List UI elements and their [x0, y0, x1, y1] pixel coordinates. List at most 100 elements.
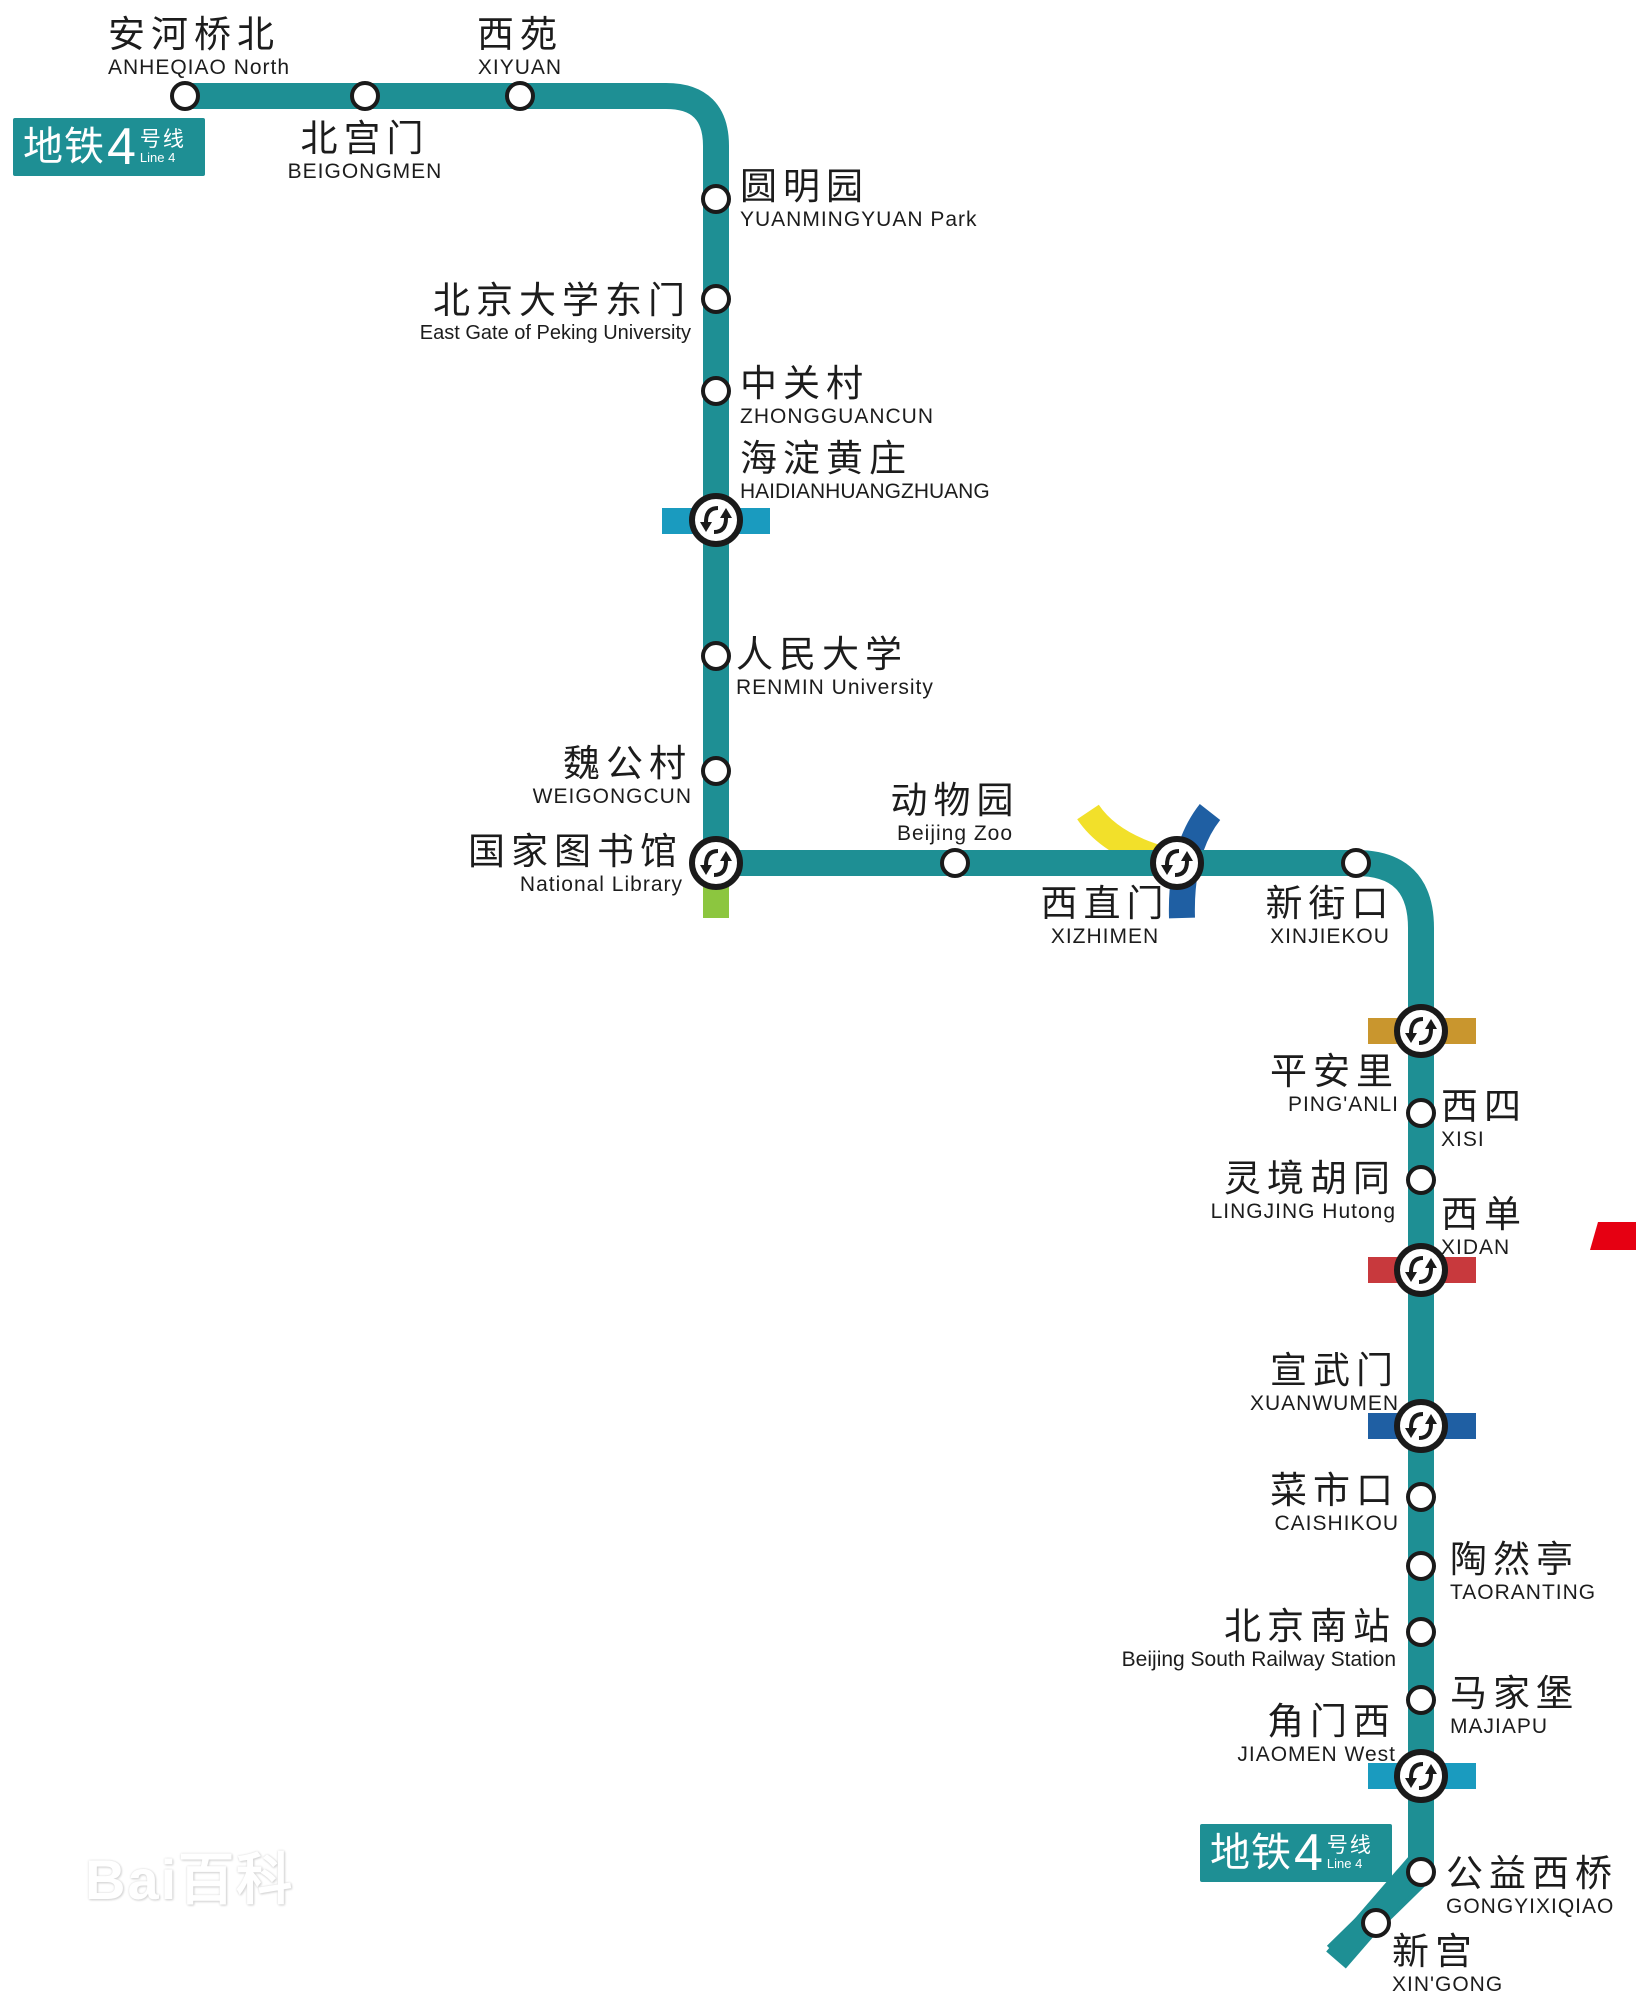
station-dot — [1406, 1482, 1436, 1512]
station-name-en: ANHEQIAO North — [108, 56, 291, 79]
station-name-en: Beijing South Railway Station — [1121, 1648, 1396, 1671]
station-name-zh: 中关村 — [740, 362, 869, 405]
badge-subway-text: 地铁 — [1210, 1830, 1292, 1876]
station-marker[interactable] — [170, 81, 200, 111]
station-marker[interactable] — [701, 376, 731, 406]
station-marker[interactable] — [1341, 848, 1371, 878]
station-dot — [1341, 848, 1371, 878]
station-marker[interactable] — [350, 81, 380, 111]
station-marker[interactable] — [940, 848, 970, 878]
station-name-zh: 陶然亭 — [1450, 1538, 1579, 1581]
station-name-en: CAISHIKOU — [1274, 1512, 1399, 1535]
station-name-zh: 北宫门 — [300, 117, 430, 160]
badge-line-en: Line 4 — [1326, 1856, 1363, 1872]
station-marker[interactable] — [1406, 1857, 1436, 1887]
station-label-pinganli[interactable]: 平安里 PING'ANLI — [1270, 1053, 1399, 1115]
interchange-ring — [1394, 1243, 1448, 1297]
station-name-en: XIYUAN — [477, 56, 563, 79]
station-marker[interactable] — [1406, 1098, 1436, 1128]
station-name-en: TAORANTING — [1450, 1581, 1597, 1604]
station-dot — [701, 376, 731, 406]
interchange-station-marker[interactable] — [1150, 836, 1204, 890]
station-name-zh: 马家堡 — [1450, 1672, 1579, 1715]
station-label-beijing-zoo[interactable]: 动物园 Beijing Zoo — [880, 782, 1030, 844]
station-label-peking-university-east-gate[interactable]: 北京大学东门 East Gate of Peking University — [420, 282, 691, 343]
station-label-zhongguancun[interactable]: 中关村 ZHONGGUANCUN — [740, 365, 934, 427]
transfer-arrows-icon — [1405, 1762, 1437, 1790]
station-name-en: PING'ANLI — [1287, 1093, 1399, 1116]
interchange-station-marker[interactable] — [1394, 1749, 1448, 1803]
station-marker[interactable] — [1406, 1551, 1436, 1581]
station-label-majiapu[interactable]: 马家堡 MAJIAPU — [1450, 1675, 1579, 1737]
transfer-arrows-icon — [700, 506, 732, 534]
station-label-xidan[interactable]: 西单 XIDAN — [1441, 1196, 1527, 1258]
station-label-xinjiekou[interactable]: 新街口 XINJIEKOU — [1260, 885, 1400, 947]
station-marker[interactable] — [701, 756, 731, 786]
station-name-zh: 平安里 — [1270, 1050, 1399, 1093]
station-marker[interactable] — [1361, 1908, 1391, 1938]
station-name-zh: 角门西 — [1267, 1700, 1396, 1743]
station-label-national-library[interactable]: 国家图书馆 National Library — [468, 833, 683, 895]
station-dot — [1406, 1165, 1436, 1195]
interchange-ring — [1394, 1749, 1448, 1803]
station-label-taoranting[interactable]: 陶然亭 TAORANTING — [1450, 1541, 1596, 1603]
station-name-en: MAJIAPU — [1450, 1715, 1549, 1738]
station-dot — [1406, 1617, 1436, 1647]
station-label-gongyixiqiao[interactable]: 公益西桥 GONGYIXIQIAO — [1446, 1855, 1618, 1917]
badge-subway-text: 地铁 — [23, 124, 105, 170]
station-label-beigongmen[interactable]: 北宫门 BEIGONGMEN — [280, 120, 450, 182]
station-name-zh: 公益西桥 — [1446, 1852, 1618, 1895]
station-dot — [940, 848, 970, 878]
station-name-zh: 圆明园 — [740, 165, 869, 208]
station-label-xiyuan[interactable]: 西苑 XIYUAN — [460, 16, 580, 78]
station-dot — [1361, 1908, 1391, 1938]
interchange-station-marker[interactable] — [689, 836, 743, 890]
station-name-zh: 西四 — [1441, 1085, 1527, 1128]
station-name-en: LINGJING Hutong — [1210, 1200, 1396, 1223]
baidu-baike-watermark: Bai百科 — [85, 1848, 295, 1911]
station-label-weigongcun[interactable]: 魏公村 WEIGONGCUN — [533, 745, 692, 807]
station-marker[interactable] — [1406, 1482, 1436, 1512]
station-marker[interactable] — [1406, 1165, 1436, 1195]
station-name-en: HAIDIANHUANGZHUANG — [740, 480, 990, 503]
station-label-beijing-south-railway-station[interactable]: 北京南站 Beijing South Railway Station — [1122, 1608, 1396, 1670]
interchange-station-marker[interactable] — [1394, 1399, 1448, 1453]
station-name-zh: 魏公村 — [563, 742, 692, 785]
interchange-station-marker[interactable] — [1394, 1004, 1448, 1058]
station-name-zh: 西单 — [1441, 1193, 1527, 1236]
station-label-xuanwumen[interactable]: 宣武门 XUANWUMEN — [1250, 1352, 1399, 1414]
station-dot — [170, 81, 200, 111]
station-label-anheqiao-north[interactable]: 安河桥北 ANHEQIAO North — [108, 16, 291, 79]
station-label-xisi[interactable]: 西四 XISI — [1441, 1088, 1527, 1150]
station-marker[interactable] — [701, 284, 731, 314]
station-label-haidianhuangzhuang[interactable]: 海淀黄庄 HAIDIANHUANGZHUANG — [740, 440, 990, 502]
transfer-arrows-icon — [700, 849, 732, 877]
station-marker[interactable] — [701, 641, 731, 671]
station-label-caishikou[interactable]: 菜市口 CAISHIKOU — [1270, 1472, 1399, 1534]
station-dot — [1406, 1685, 1436, 1715]
station-label-renmin-university[interactable]: 人民大学 RENMIN University — [736, 636, 934, 698]
station-name-zh: 人民大学 — [736, 633, 908, 676]
station-name-zh: 北京大学东门 — [433, 279, 691, 322]
station-label-xingong[interactable]: 新宫 XIN'GONG — [1392, 1933, 1503, 1995]
station-label-xizhimen[interactable]: 西直门 XIZHIMEN — [1040, 885, 1170, 947]
badge-hao-text: 号线 — [139, 127, 186, 152]
badge-line-number: 4 — [1294, 1824, 1323, 1882]
station-marker[interactable] — [505, 81, 535, 111]
transfer-arrows-icon — [1405, 1256, 1437, 1284]
station-name-zh: 海淀黄庄 — [740, 437, 912, 480]
station-name-en: JIAOMEN West — [1237, 1743, 1396, 1766]
station-marker[interactable] — [1406, 1685, 1436, 1715]
interchange-ring — [1394, 1399, 1448, 1453]
station-label-jiaomen-west[interactable]: 角门西 JIAOMEN West — [1237, 1703, 1396, 1765]
station-name-en: XIZHIMEN — [1050, 925, 1160, 948]
station-label-lingjing-hutong[interactable]: 灵境胡同 LINGJING Hutong — [1211, 1160, 1396, 1222]
station-marker[interactable] — [1406, 1617, 1436, 1647]
station-name-zh: 菜市口 — [1270, 1469, 1399, 1512]
interchange-station-marker[interactable] — [1394, 1243, 1448, 1297]
station-label-yuanmingyuan[interactable]: 圆明园 YUANMINGYUAN Park — [740, 168, 978, 230]
interchange-station-marker[interactable] — [689, 493, 743, 547]
station-marker[interactable] — [701, 184, 731, 214]
station-name-en: XUANWUMEN — [1250, 1392, 1399, 1415]
